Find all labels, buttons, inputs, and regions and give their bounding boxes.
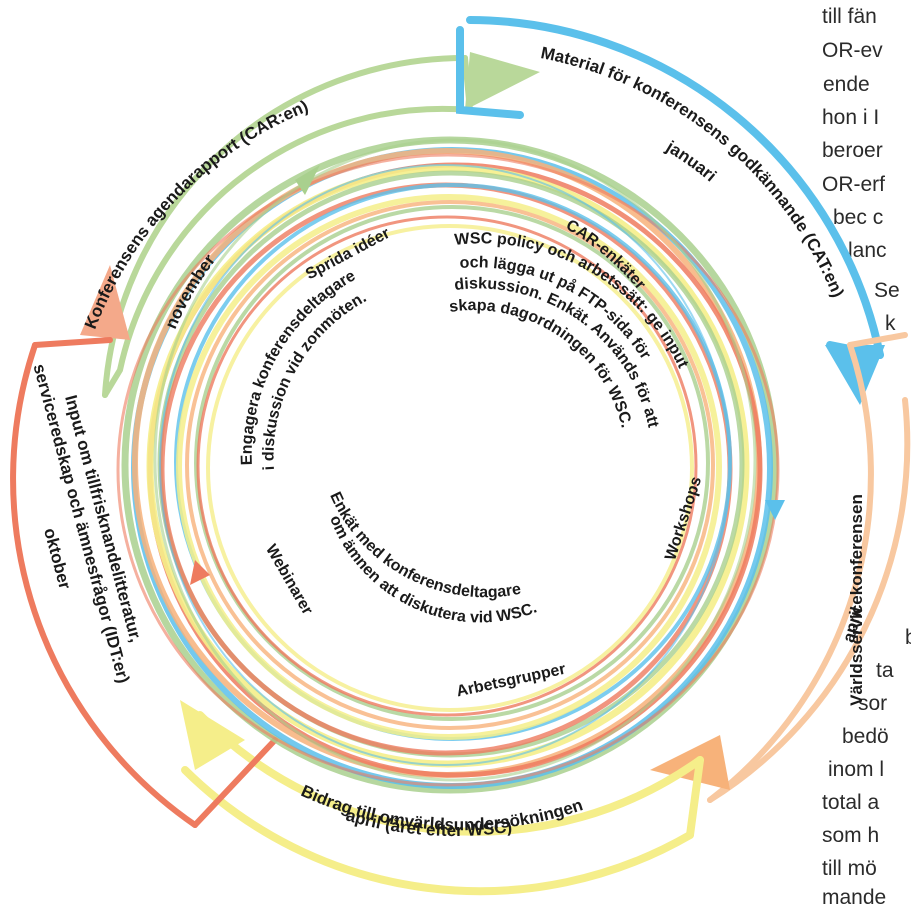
yellow-segment	[181, 711, 704, 896]
side-line: beroer	[822, 139, 883, 162]
yellow-arrow	[180, 700, 245, 770]
side-line: till mö	[822, 857, 877, 880]
blue-inner-arrow	[765, 500, 785, 520]
side-line: total a	[822, 791, 880, 814]
side-line: OR-erf	[822, 173, 885, 196]
side-line: k	[885, 312, 896, 335]
side-line: inom l	[828, 758, 885, 781]
side-line: b	[905, 626, 911, 649]
side-line: Se	[874, 279, 900, 302]
arbetsgrupper-label: Arbetsgrupper	[455, 661, 567, 701]
blue-sub: januari	[662, 137, 720, 186]
side-line: ta	[876, 659, 894, 682]
inner-rings	[116, 136, 780, 794]
side-line: ende	[823, 73, 870, 96]
side-line: OR-ev	[822, 39, 883, 62]
engage-line-2: i diskussion vid zonmöten.	[261, 289, 370, 471]
red-inner-arrow	[190, 560, 210, 585]
green-arrow	[465, 52, 540, 110]
side-line: bec c	[833, 206, 884, 229]
webinarer-label: Webinarer	[262, 542, 316, 618]
side-line: sor	[858, 692, 888, 715]
green-inner-arrow	[295, 165, 320, 195]
side-line: hon i I	[822, 106, 880, 129]
side-line: bedö	[842, 725, 889, 748]
orange-segment	[707, 332, 911, 803]
blue-arrow	[825, 345, 885, 405]
side-line: till fän	[822, 5, 877, 28]
salmon-arrow	[80, 265, 130, 340]
orange-title: Världsservicekonferensen	[847, 494, 866, 706]
side-text-top: till fän OR-ev ende hon i I beroer OR-er…	[0, 0, 911, 400]
side-line: som h	[822, 824, 880, 847]
side-line: lanc	[848, 239, 887, 262]
red-sub: oktober	[40, 526, 75, 592]
red-segment	[10, 337, 278, 828]
side-line: mande	[822, 886, 887, 909]
